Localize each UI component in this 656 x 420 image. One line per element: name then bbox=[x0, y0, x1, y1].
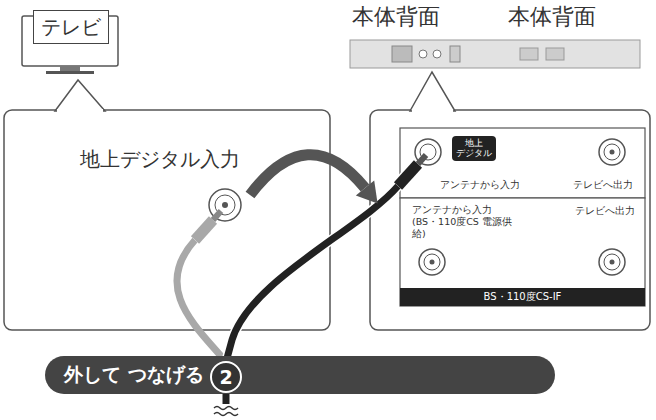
node-text: テレビ bbox=[41, 14, 101, 41]
panel-label: 本体背面 bbox=[508, 2, 596, 32]
tv-label-box: テレビ bbox=[33, 10, 109, 44]
panel-label: 本体背面 bbox=[352, 2, 440, 32]
old-cable bbox=[177, 211, 226, 362]
instruction-banner: 外して つなげる bbox=[45, 356, 555, 394]
terminal-section: アンテナから入力 (BS・110度CS 電源供給) テレビへ出力 BS・110度CS… bbox=[400, 198, 645, 306]
callout-number: 2 bbox=[210, 361, 242, 393]
node-text: アンテナから入力 bbox=[440, 178, 520, 192]
terminal-badge: 地上 デジタル bbox=[452, 136, 496, 161]
callout-box: 地上デジタル入力 bbox=[4, 110, 330, 330]
node-text: アンテナから入力 (BS・110度CS 電源供給) bbox=[412, 204, 516, 240]
node-text: 地上デジタル入力 bbox=[80, 146, 240, 173]
node-text: BS・110度CS-IF bbox=[484, 290, 562, 304]
node-text: 2 bbox=[219, 366, 232, 388]
node-text: 地上 デジタル bbox=[455, 138, 493, 159]
node-text: テレビへ出力 bbox=[573, 178, 633, 192]
move-arrow bbox=[250, 155, 378, 204]
terminal-band: BS・110度CS-IF bbox=[400, 288, 645, 306]
callout-outline bbox=[370, 72, 650, 330]
terminal-panel bbox=[400, 128, 645, 306]
terminal-section: アンテナから入力 テレビへ出力 地上 デジタル bbox=[400, 128, 645, 198]
device-back bbox=[350, 40, 640, 68]
antenna-jack bbox=[209, 189, 241, 221]
node-text: テレビへ出力 bbox=[575, 204, 635, 218]
node-text: 外して つなげる bbox=[64, 362, 204, 388]
new-cable bbox=[226, 155, 426, 362]
callout-outline bbox=[4, 80, 330, 330]
